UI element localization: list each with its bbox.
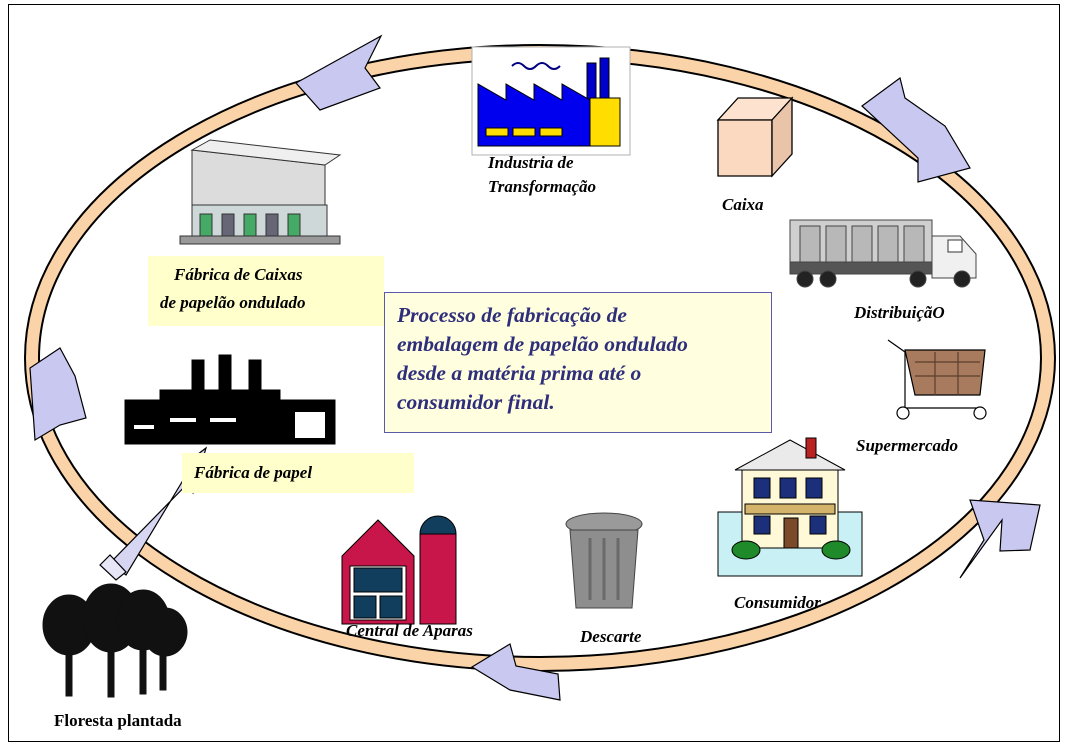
shopping-cart-icon bbox=[887, 339, 987, 420]
trash-can-icon bbox=[565, 512, 643, 609]
cycle-arrow-right bbox=[959, 499, 1041, 579]
cycle-arrow-bottom bbox=[470, 643, 561, 701]
factory-icon bbox=[471, 46, 631, 156]
fabrica-papel-label: Fábrica de papel bbox=[194, 463, 313, 482]
house-icon bbox=[717, 437, 863, 577]
floresta-label: Floresta plantada bbox=[54, 711, 182, 730]
paper-mill-icon bbox=[124, 354, 336, 445]
consumidor-label: Consumidor bbox=[734, 593, 821, 612]
center-text-line2: embalagem de papelão ondulado bbox=[397, 332, 688, 356]
center-text-line1: Processo de fabricação de bbox=[397, 303, 627, 327]
box-icon bbox=[716, 96, 794, 178]
distribuicao-label: DistribuiçãO bbox=[854, 303, 945, 322]
center-text-line4: consumidor final. bbox=[397, 390, 555, 414]
diagram-frame bbox=[8, 4, 1060, 742]
industria-label-line2: Transformação bbox=[488, 177, 596, 196]
supermercado-label: Supermercado bbox=[856, 436, 958, 455]
cycle-arrow-top-left bbox=[295, 34, 383, 111]
fabrica-caixas-label-box bbox=[148, 256, 384, 326]
fabrica-caixas-label-line2: de papelão ondulado bbox=[160, 293, 306, 312]
central-aparas-label: Central de Aparas bbox=[346, 621, 473, 640]
truck-icon bbox=[789, 219, 977, 288]
center-description-box: Processo de fabricação de embalagem de p… bbox=[384, 292, 772, 433]
trees-icon bbox=[42, 583, 188, 698]
cycle-arrow-left bbox=[29, 347, 87, 442]
box-factory-icon bbox=[179, 139, 342, 245]
center-text-line3: desde a matéria prima até o bbox=[397, 361, 642, 385]
cycle-arrow-top-right bbox=[861, 76, 971, 183]
industria-label-line1: Industria de bbox=[488, 153, 574, 172]
caixa-label: Caixa bbox=[722, 195, 764, 214]
fabrica-caixas-label-line1: Fábrica de Caixas bbox=[174, 265, 303, 284]
barn-icon bbox=[341, 515, 457, 625]
descarte-label: Descarte bbox=[580, 627, 642, 646]
fabrica-papel-label-box bbox=[182, 453, 414, 493]
